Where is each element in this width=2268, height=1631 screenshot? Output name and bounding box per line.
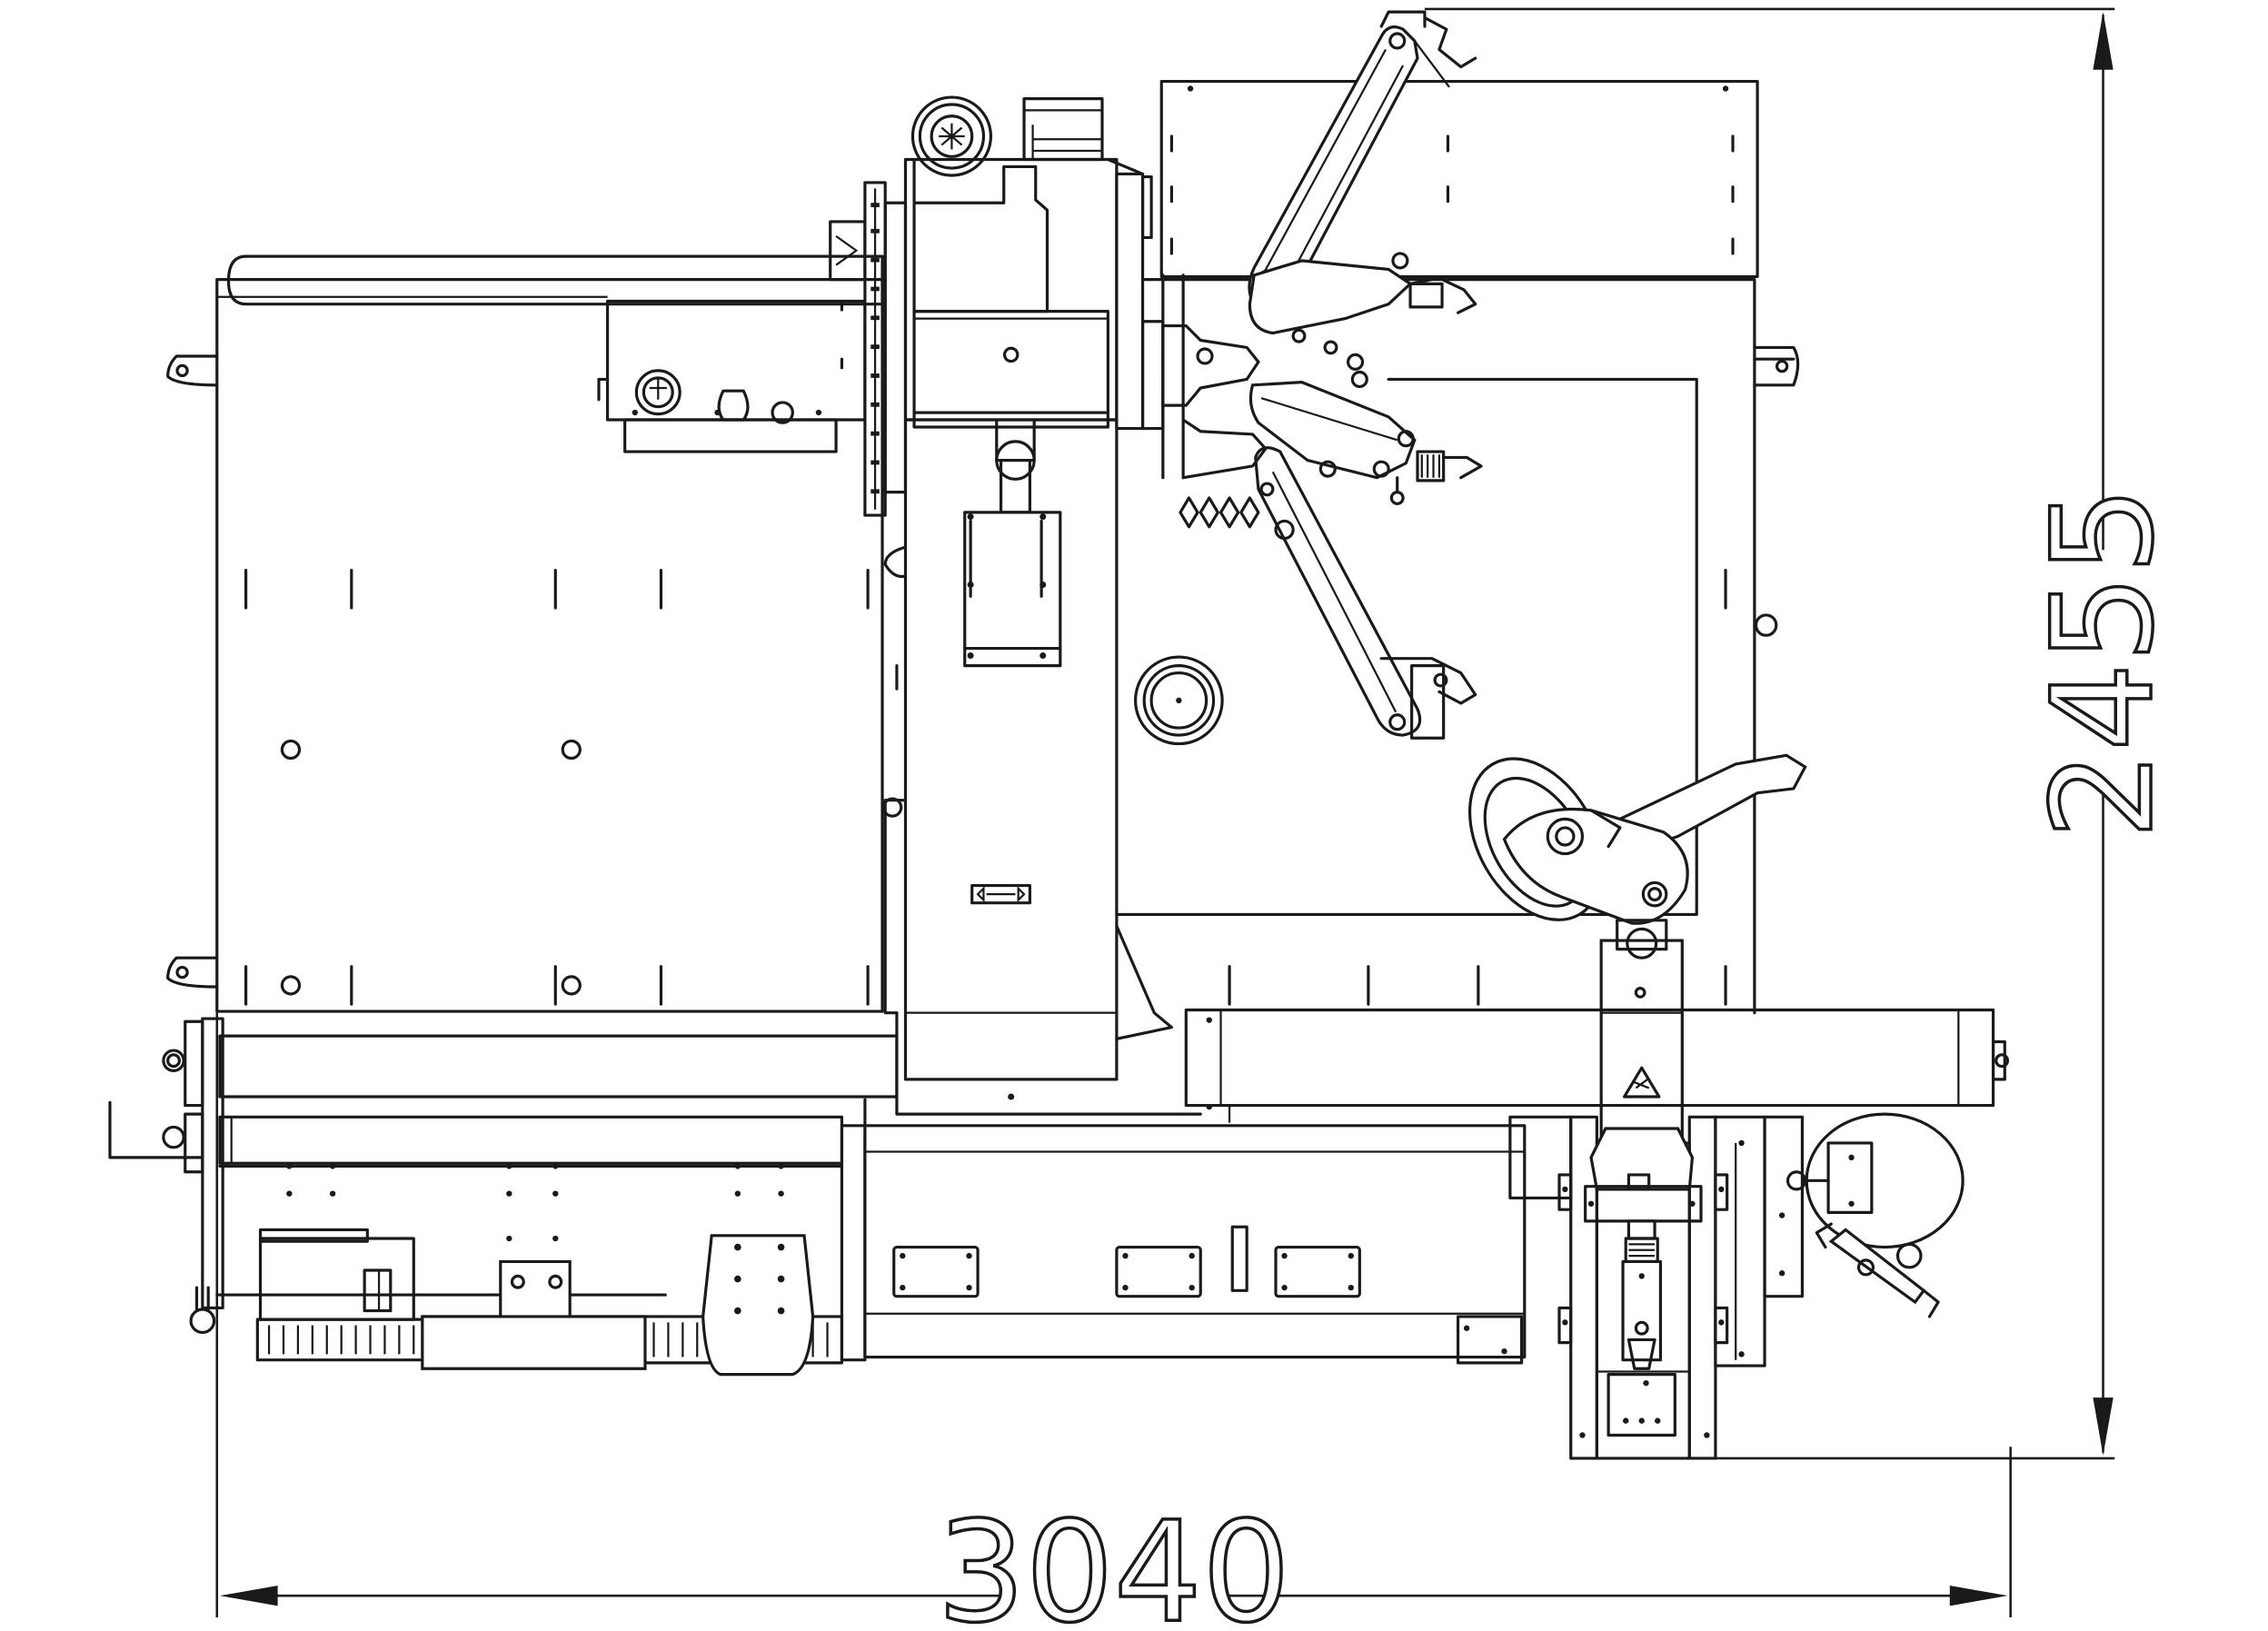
bead-press-tool xyxy=(1467,753,1807,925)
press-column xyxy=(1599,919,1684,1145)
lower-arm-assembly xyxy=(1248,381,1483,740)
lift-assembly xyxy=(1508,1115,1805,1460)
right-panel xyxy=(1115,79,1800,1015)
dimension-height: 2455 xyxy=(1424,7,2186,1460)
horizontal-beam xyxy=(1184,1008,2010,1123)
arrow-left-icon xyxy=(219,1586,278,1606)
arm-hub xyxy=(1161,273,1268,480)
upper-arm-assembly xyxy=(1248,10,1477,388)
dimension-height-label: 2455 xyxy=(2023,486,2184,840)
base-cabinet xyxy=(166,254,884,1013)
arrow-right-icon xyxy=(1949,1586,2008,1606)
center-carriage xyxy=(840,1098,1527,1365)
warning-icon xyxy=(1623,1066,1661,1099)
head-unit xyxy=(597,95,1165,517)
bottom-rail xyxy=(108,1017,899,1377)
dimension-width: 3040 xyxy=(215,1012,2012,1631)
tower-column xyxy=(882,418,1202,1116)
hose-reel xyxy=(1786,1112,1965,1318)
dimension-width-label: 3040 xyxy=(937,1492,1290,1626)
arrow-down-icon xyxy=(2093,1397,2114,1456)
arrow-up-icon xyxy=(2093,12,2114,70)
